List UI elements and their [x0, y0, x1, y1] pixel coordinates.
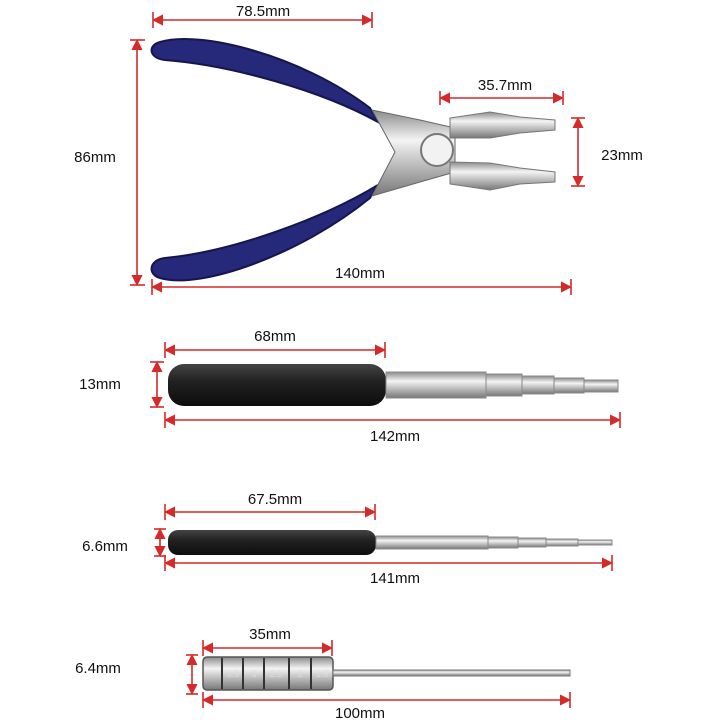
mandrel-hex-handle-label: 35mm — [249, 626, 291, 643]
pliers-pivot — [420, 133, 454, 167]
size-mark: 2 — [297, 669, 302, 679]
pliers-handle-length-label: 78.5mm — [236, 3, 290, 20]
pliers-upper-handle — [150, 38, 381, 125]
mandrel-large-dimensions — [150, 342, 622, 428]
pliers-upper-jaw — [449, 111, 556, 139]
mandrel-small — [168, 530, 613, 555]
size-mark: 3 — [251, 669, 256, 679]
mandrel-hex-total-label: 100mm — [335, 705, 385, 720]
foam-handle — [168, 364, 386, 406]
mandrel-large-total-label: 142mm — [370, 428, 420, 445]
mandrel-hex-diameter-label: 6.4mm — [75, 660, 121, 677]
mandrel-large — [168, 364, 619, 406]
pliers-total-length-label: 140mm — [335, 265, 385, 282]
pliers — [150, 38, 556, 282]
pliers-head — [371, 109, 456, 197]
size-mark: 1.5 — [316, 669, 329, 679]
pliers-dimensions — [130, 12, 585, 295]
mandrel-large-diameter-label: 13mm — [79, 376, 121, 393]
pliers-height-label: 86mm — [74, 149, 116, 166]
mandrel-small-total-label: 141mm — [370, 570, 420, 587]
pliers-lower-jaw — [449, 161, 556, 191]
pliers-jaw-length-label: 35.7mm — [478, 77, 532, 94]
mandrel-small-handle-label: 67.5mm — [248, 491, 302, 508]
mandrel-small-dimensions — [154, 504, 614, 571]
size-mark: 3.5 — [227, 669, 240, 679]
pliers-lower-handle — [150, 184, 379, 282]
mandrel-hex: 3.5 3 2.5 2 1.5 — [202, 656, 571, 691]
mandrel-small-diameter-label: 6.6mm — [82, 538, 128, 555]
size-mark: 2.5 — [270, 669, 283, 679]
foam-handle — [168, 530, 376, 555]
mandrel-hex-dimensions — [186, 640, 572, 708]
pliers-jaw-width-label: 23mm — [601, 147, 643, 164]
mandrel-large-handle-label: 68mm — [254, 328, 296, 345]
